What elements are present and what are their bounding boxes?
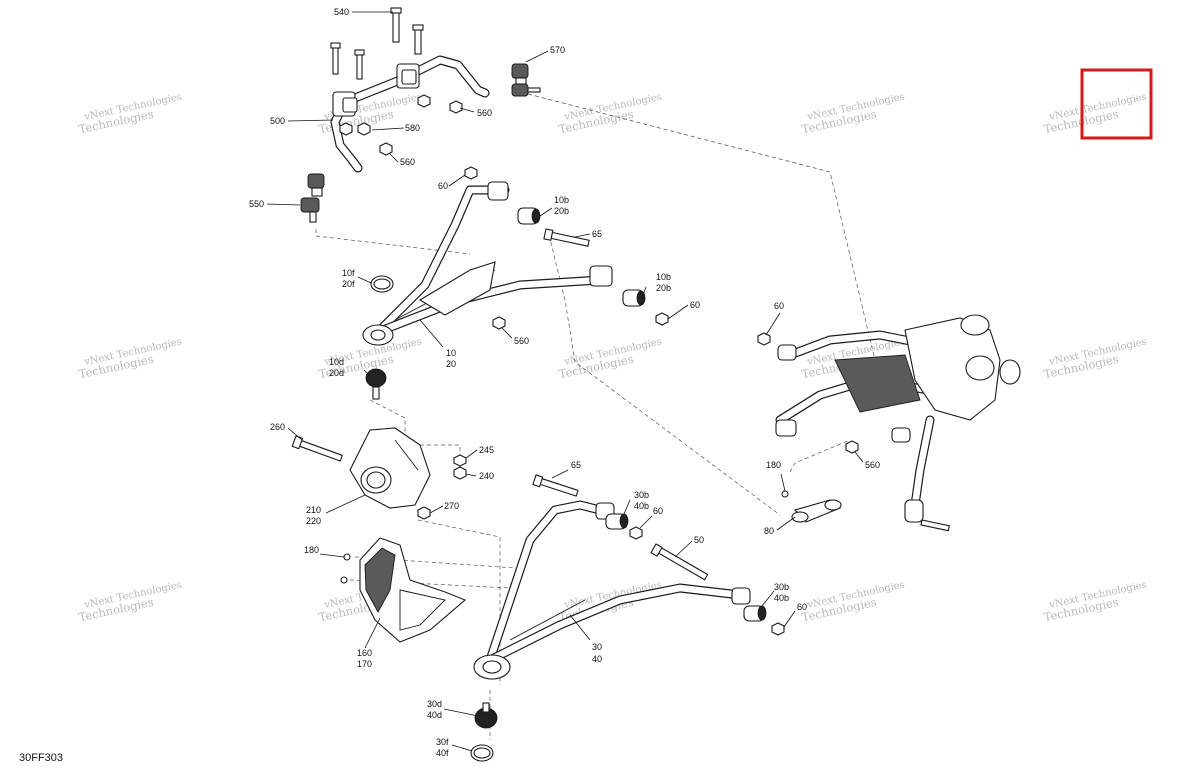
callout-560: 560 xyxy=(865,460,880,470)
callout-10b: 10b xyxy=(656,272,671,282)
callout-60: 60 xyxy=(438,181,448,191)
assembly-line xyxy=(354,556,516,569)
callout-560: 560 xyxy=(400,157,415,167)
callout-10d: 10d xyxy=(329,357,344,367)
callout-60: 60 xyxy=(653,506,663,516)
skid-plate xyxy=(340,537,467,643)
callout-10f: 10f xyxy=(342,268,355,278)
callout-30: 30 xyxy=(592,642,602,652)
callout-labels: 540 570 500 580 560 560 550 60 10b 20b 6… xyxy=(249,7,880,758)
callout-220: 220 xyxy=(306,516,321,526)
callout-10: 10 xyxy=(446,348,456,358)
steering-knuckle xyxy=(291,427,467,520)
stabilizer-bar-assembly xyxy=(330,7,490,173)
callout-50: 50 xyxy=(694,535,704,545)
highlight-box[interactable] xyxy=(1080,68,1153,140)
callout-20d: 20d xyxy=(329,368,344,378)
callout-40b: 40b xyxy=(774,593,789,603)
callout-20b: 20b xyxy=(656,283,671,293)
callout-40b: 40b xyxy=(634,501,649,511)
callout-245: 245 xyxy=(479,445,494,455)
callout-570: 570 xyxy=(550,45,565,55)
link-plate xyxy=(781,490,842,523)
callout-210: 210 xyxy=(306,505,321,515)
callout-260: 260 xyxy=(270,422,285,432)
callout-550: 550 xyxy=(249,199,264,209)
callout-40f: 40f xyxy=(436,748,449,758)
callout-270: 270 xyxy=(444,501,459,511)
callout-60: 60 xyxy=(774,301,784,311)
leader-lines xyxy=(266,11,864,752)
callout-580: 580 xyxy=(405,123,420,133)
assembled-suspension-view xyxy=(757,314,1021,532)
callout-560: 560 xyxy=(514,336,529,346)
callout-160: 160 xyxy=(357,648,372,658)
callout-540: 540 xyxy=(334,7,349,17)
callout-560: 560 xyxy=(477,108,492,118)
callout-20b: 20b xyxy=(554,206,569,216)
diagram-code: 30FF303 xyxy=(19,752,64,764)
callout-30f: 30f xyxy=(436,737,449,747)
assembly-line xyxy=(369,399,406,438)
callout-65: 65 xyxy=(592,229,602,239)
assembly-line xyxy=(349,579,511,589)
callout-30b: 30b xyxy=(774,582,789,592)
callout-20f: 20f xyxy=(342,279,355,289)
callout-30d: 30d xyxy=(427,699,442,709)
callout-240: 240 xyxy=(479,471,494,481)
callout-40: 40 xyxy=(592,654,602,664)
stabilizer-link-lower xyxy=(300,173,325,223)
assembly-line xyxy=(548,234,781,516)
callout-180: 180 xyxy=(766,460,781,470)
callout-500: 500 xyxy=(270,116,285,126)
callout-60: 60 xyxy=(690,300,700,310)
assembly-line xyxy=(527,93,876,361)
stabilizer-link-upper xyxy=(511,63,541,97)
callout-65: 65 xyxy=(571,460,581,470)
assembly-line xyxy=(789,439,851,473)
callout-80: 80 xyxy=(764,526,774,536)
lower-a-arm xyxy=(470,474,785,762)
callout-180: 180 xyxy=(304,545,319,555)
callout-10b: 10b xyxy=(554,195,569,205)
callout-60: 60 xyxy=(797,602,807,612)
callout-170: 170 xyxy=(357,659,372,669)
callout-20: 20 xyxy=(446,359,456,369)
assembly-line xyxy=(315,229,471,255)
callout-30b: 30b xyxy=(634,490,649,500)
upper-a-arm xyxy=(362,166,669,400)
callout-40d: 40d xyxy=(427,710,442,720)
